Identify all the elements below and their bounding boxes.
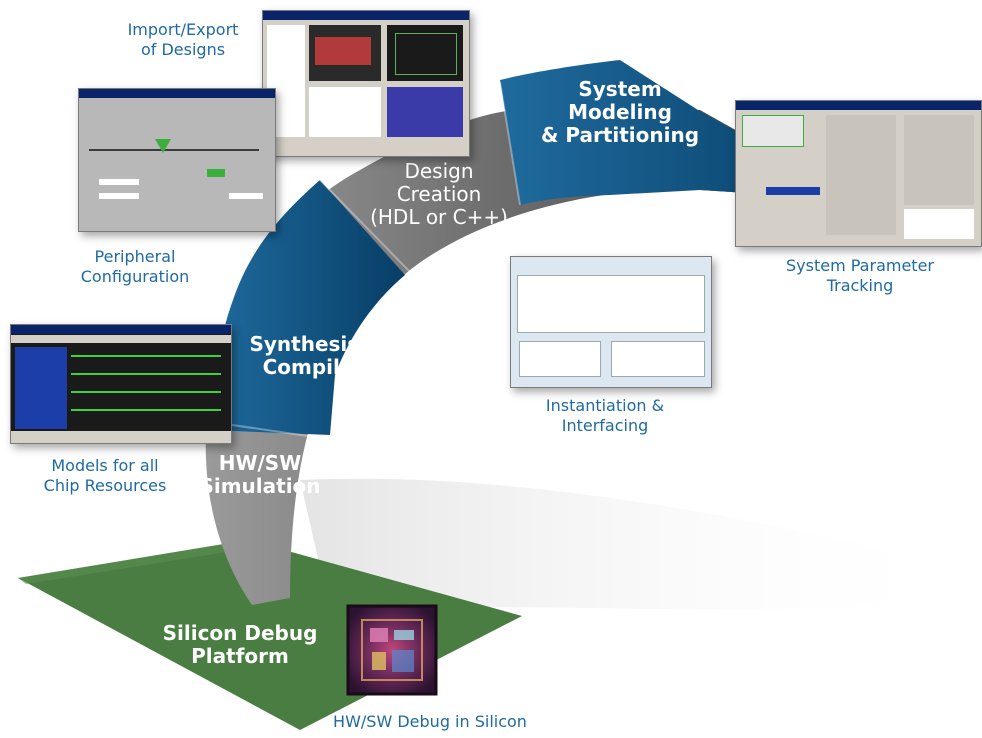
caption-system-parameter: System Parameter Tracking — [760, 256, 960, 296]
chip-core — [361, 619, 423, 681]
silicon-platform-edge — [18, 540, 252, 584]
instantiation-screenshot — [510, 256, 712, 388]
stage-text: Platform — [191, 644, 289, 668]
synthesis-segment — [210, 180, 405, 435]
caption-text: Interfacing — [561, 416, 649, 435]
stage-divider — [319, 179, 411, 273]
chip-block — [372, 652, 386, 670]
stage-label-silicon: Silicon Debug Platform — [150, 622, 330, 668]
caption-peripheral: Peripheral Configuration — [50, 247, 220, 287]
stage-text: (HDL or C++) — [370, 205, 508, 229]
caption-text: Chip Resources — [43, 476, 167, 495]
caption-import-export: Import/Export of Designs — [108, 20, 258, 60]
stage-text: System — [578, 77, 662, 101]
stage-text: Simulation — [199, 474, 321, 498]
caption-text: Tracking — [826, 276, 894, 295]
stage-label-design: Design Creation (HDL or C++) — [364, 160, 514, 229]
caption-text: Configuration — [80, 267, 190, 286]
stage-label-synthesis: Synthesis/ Compile — [238, 333, 378, 379]
caption-text: Import/Export — [127, 20, 239, 39]
peripheral-config-screenshot — [78, 88, 276, 232]
stage-label-simulation: HW/SW Simulation — [190, 452, 330, 498]
stage-text: Synthesis/ — [249, 332, 367, 356]
caption-text: HW/SW Debug in Silicon — [333, 712, 527, 731]
caption-models: Models for all Chip Resources — [20, 456, 190, 496]
stage-text: Silicon Debug — [162, 621, 318, 645]
stage-text: HW/SW — [218, 451, 302, 475]
caption-hwsw-debug: HW/SW Debug in Silicon — [300, 712, 560, 732]
caption-text: System Parameter — [786, 256, 934, 275]
stage-text: Creation — [396, 182, 482, 206]
caption-text: of Designs — [140, 40, 226, 59]
stage-divider — [499, 81, 521, 206]
stage-text: & Partitioning — [540, 123, 700, 147]
import-export-screenshot — [262, 10, 470, 157]
chip-block — [394, 630, 414, 640]
stage-text: Design — [404, 159, 474, 183]
flow-arc — [205, 110, 860, 605]
caption-text: Models for all — [51, 456, 159, 475]
stage-text: Compile — [262, 355, 354, 379]
silicon-platform — [18, 540, 522, 730]
caption-text: Instantiation & — [545, 396, 665, 415]
caption-text: Peripheral — [94, 247, 176, 266]
chip-block — [392, 650, 414, 672]
floor-shadow — [300, 478, 960, 610]
stage-text: Modeling — [568, 100, 672, 124]
stage-label-modeling: System Modeling & Partitioning — [530, 78, 710, 147]
caption-instantiation: Instantiation & Interfacing — [520, 396, 690, 436]
system-parameter-screenshot — [735, 100, 982, 247]
chip-block — [370, 628, 388, 642]
models-screenshot — [10, 324, 232, 444]
